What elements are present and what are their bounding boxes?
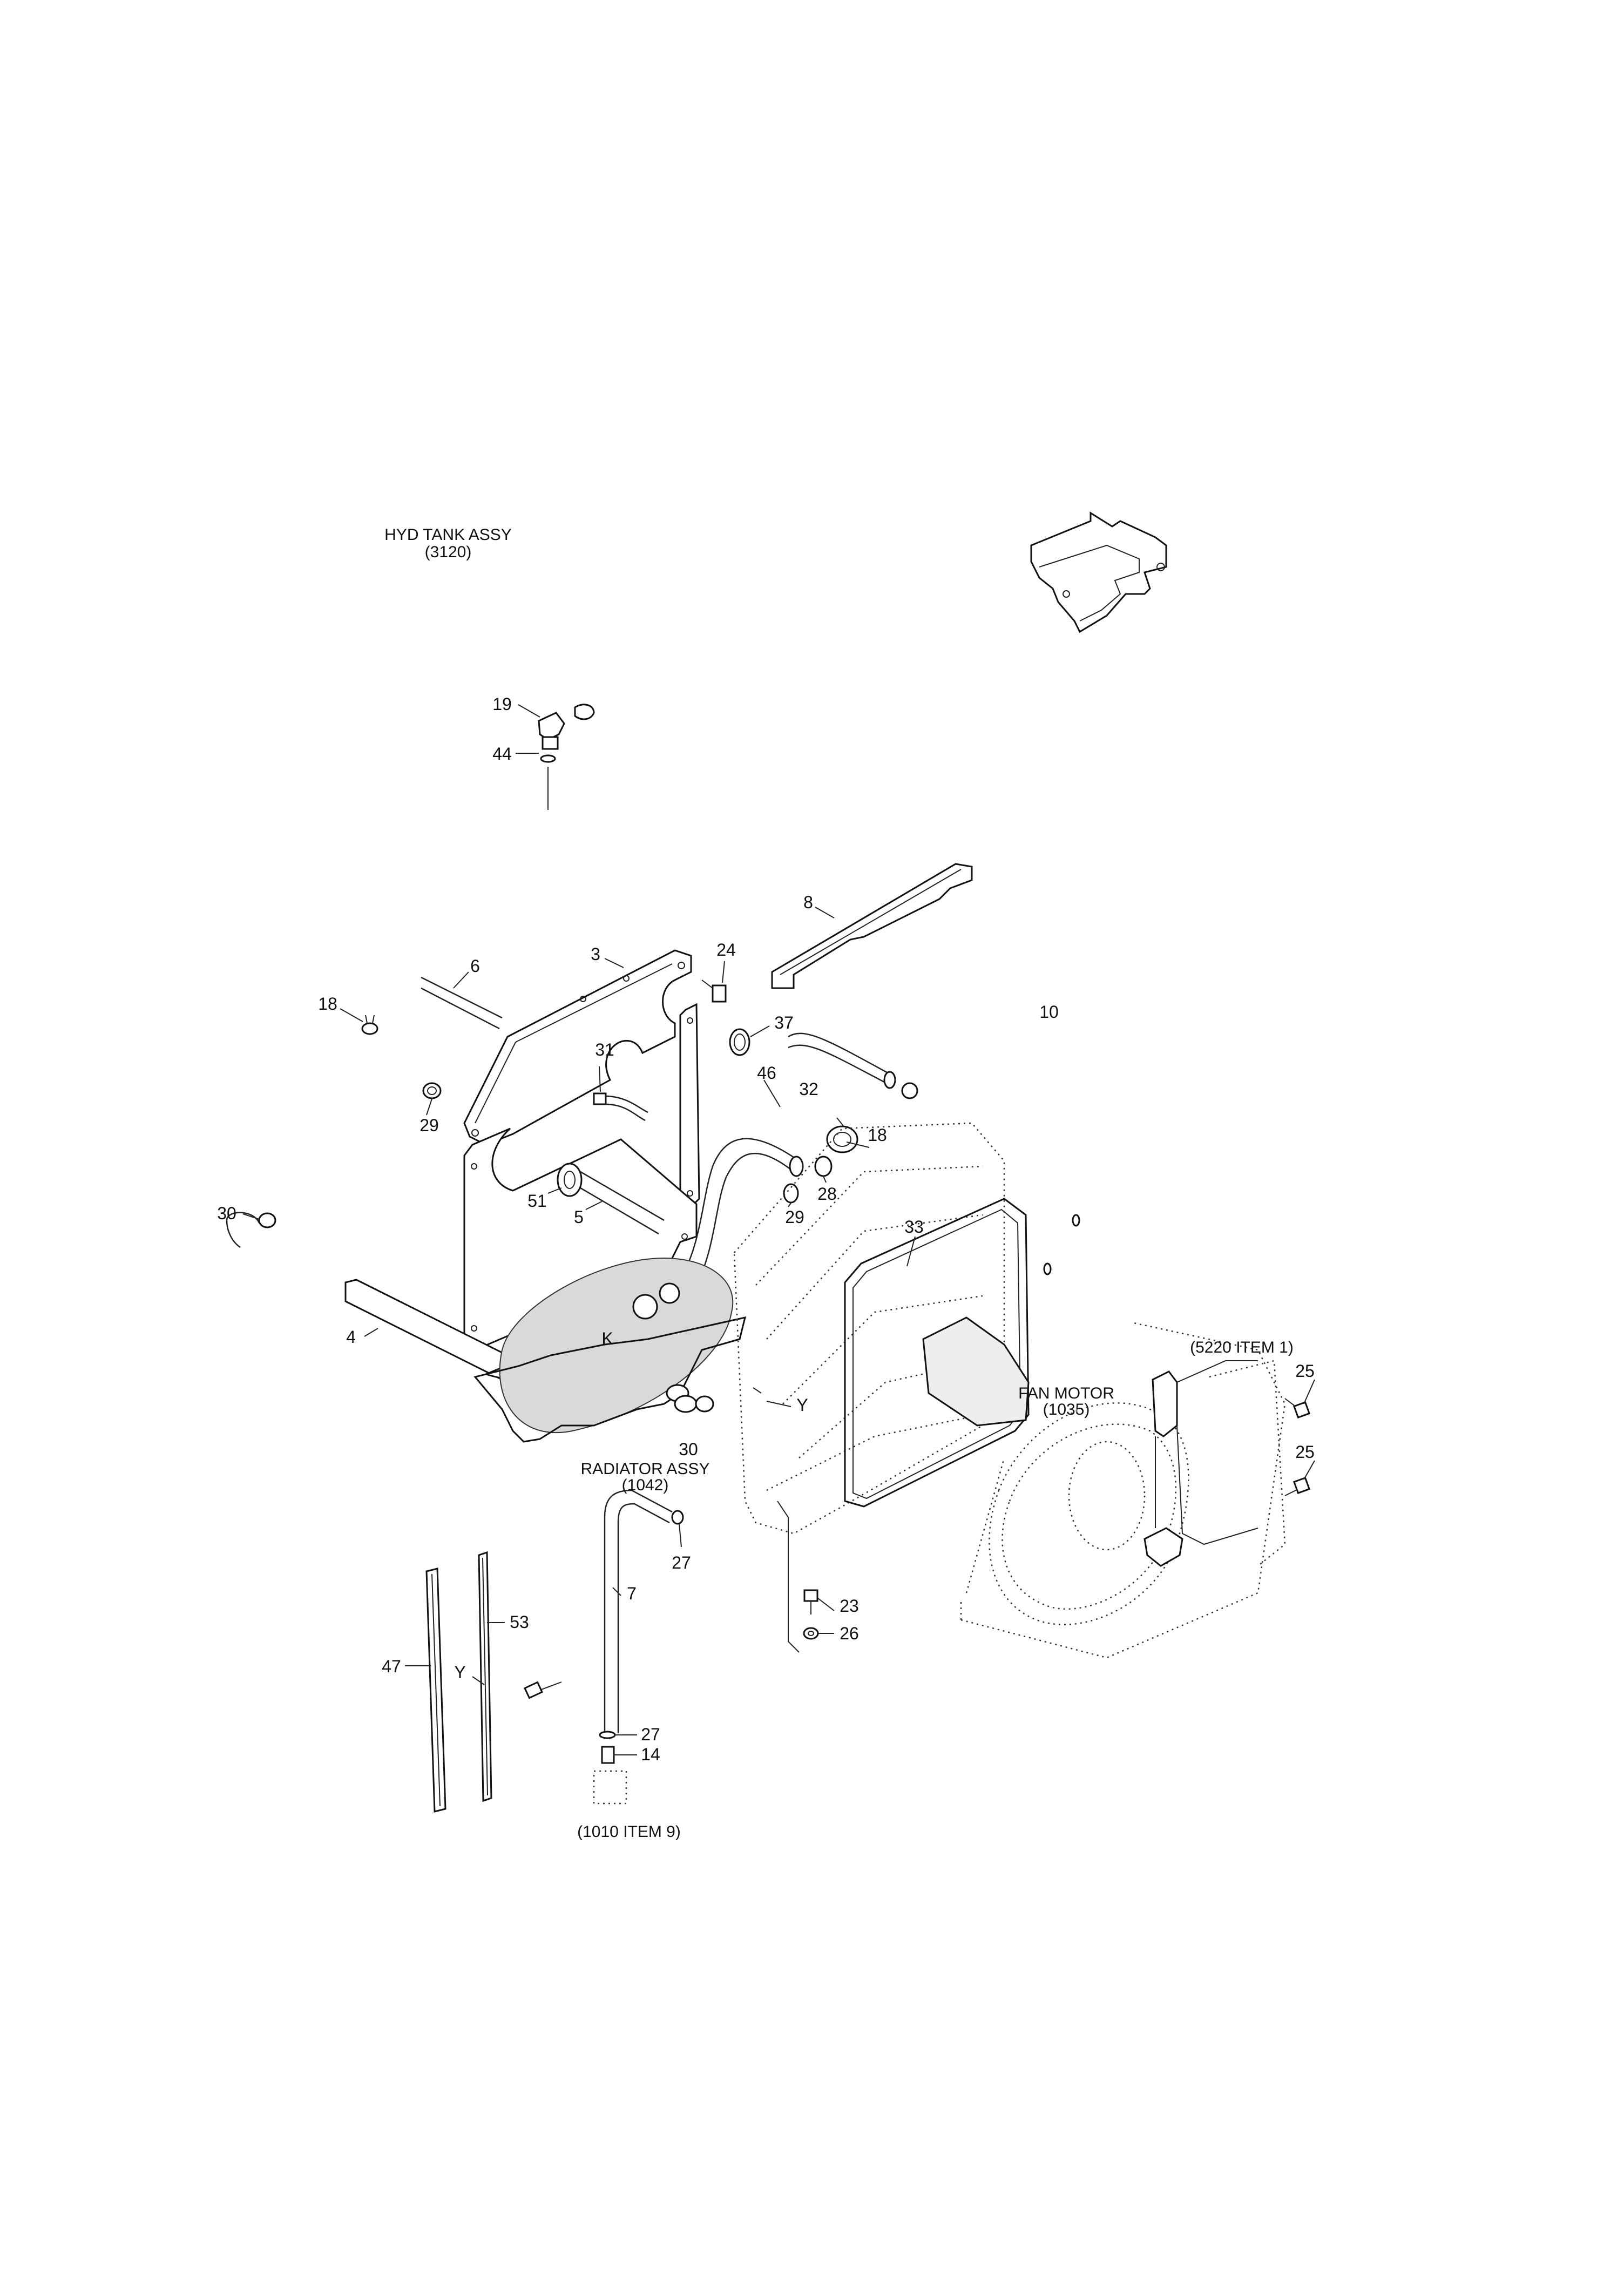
callout-Y-upper: Y — [796, 1395, 808, 1415]
caption-fan-motor-code: (1035) — [1043, 1401, 1090, 1418]
strip-47 — [425, 1568, 446, 1813]
clamp-29-left — [422, 1082, 442, 1099]
clamp-18-right — [901, 1082, 918, 1099]
caption-hyd-tank-title: HYD TANK ASSY — [384, 526, 512, 544]
bolt-25-lower — [1284, 1476, 1311, 1496]
callout-30-lower: 30 — [679, 1440, 698, 1459]
callout-27-lower: 27 — [641, 1725, 660, 1744]
motor-mount-bracket — [1143, 1360, 1286, 1567]
shaded-area-K — [473, 1257, 747, 1443]
callout-14: 14 — [641, 1745, 660, 1764]
elbow-fitting-19 — [538, 704, 595, 810]
clamp-30-lower — [695, 1395, 714, 1413]
hose-30-left — [226, 1212, 276, 1248]
caption-hyd-tank-code: (3120) — [425, 543, 472, 561]
callout-46: 46 — [757, 1063, 776, 1083]
caption-ref-1010: (1010 ITEM 9) — [577, 1823, 681, 1841]
fan-motor-block — [922, 1316, 1030, 1427]
caption-radiator-code: (1042) — [622, 1476, 669, 1494]
fitting-14 — [593, 1746, 627, 1805]
callout-4: 4 — [346, 1327, 356, 1347]
callout-8: 8 — [803, 893, 813, 912]
callout-Y-lower: Y — [454, 1663, 465, 1682]
callout-32: 32 — [799, 1079, 818, 1099]
callout-44: 44 — [492, 744, 512, 764]
o-ring-44 — [540, 754, 556, 763]
clamp-29-right — [783, 1183, 799, 1204]
hose-46 — [679, 1138, 804, 1286]
callout-3: 3 — [591, 944, 600, 964]
bolt-23 — [803, 1589, 818, 1615]
callout-K: K — [601, 1329, 613, 1348]
frame-bracket-3 — [463, 949, 692, 1146]
callout-28: 28 — [817, 1184, 837, 1204]
callout-26: 26 — [840, 1624, 859, 1643]
bolt-24 — [701, 980, 727, 1003]
clamp-28 — [814, 1156, 833, 1177]
callout-7: 7 — [627, 1584, 637, 1603]
hose-top-right — [788, 1032, 896, 1089]
bracket-plate-top — [1030, 511, 1167, 633]
fan-shroud — [960, 1322, 1286, 1659]
washer-26 — [803, 1627, 819, 1640]
clip-18-left — [361, 1015, 378, 1035]
callout-53: 53 — [510, 1612, 529, 1632]
cap-32 — [826, 1125, 858, 1153]
clamp-37 — [729, 1028, 750, 1056]
callout-5: 5 — [574, 1207, 584, 1227]
callout-29-left: 29 — [419, 1116, 439, 1135]
caption-fan-motor-title: FAN MOTOR — [1018, 1384, 1114, 1402]
bolt-25-upper — [1284, 1398, 1311, 1419]
bracket-line-23 — [777, 1501, 800, 1653]
caption-ref-5220: (5220 ITEM 1) — [1190, 1339, 1294, 1356]
fitting-31 — [593, 1092, 648, 1122]
rod-6 — [421, 976, 503, 1030]
callout-27-upper: 27 — [672, 1553, 691, 1572]
callout-19: 19 — [492, 694, 512, 714]
callout-18-right: 18 — [868, 1125, 887, 1145]
side-bracket-right — [679, 1003, 700, 1211]
strip-53 — [478, 1551, 492, 1802]
callout-29-right: 29 — [785, 1207, 804, 1227]
callout-18-left: 18 — [318, 994, 337, 1014]
callout-30-left: 30 — [217, 1204, 236, 1223]
callout-10: 10 — [1039, 1002, 1059, 1022]
callout-33: 33 — [904, 1217, 924, 1237]
callout-23: 23 — [840, 1596, 859, 1616]
callout-37: 37 — [774, 1013, 794, 1032]
callout-25-upper: 25 — [1295, 1361, 1315, 1381]
callout-25-lower: 25 — [1295, 1442, 1315, 1462]
cover-bar-8 — [771, 863, 973, 989]
callout-6: 6 — [470, 956, 480, 976]
pipe-7 — [604, 1489, 684, 1733]
bolt-lower-left — [523, 1681, 562, 1699]
callout-51: 51 — [527, 1191, 547, 1211]
callout-24: 24 — [716, 940, 736, 960]
caption-radiator-title: RADIATOR ASSY — [581, 1460, 710, 1478]
o-ring-27-lower — [599, 1731, 616, 1739]
grommet-51 — [557, 1163, 665, 1235]
callout-31: 31 — [595, 1040, 614, 1059]
o-rings-right — [1043, 1214, 1080, 1275]
callout-47: 47 — [382, 1657, 401, 1676]
leader-lines — [242, 704, 1315, 1755]
radiator-assembly — [733, 1122, 1005, 1535]
